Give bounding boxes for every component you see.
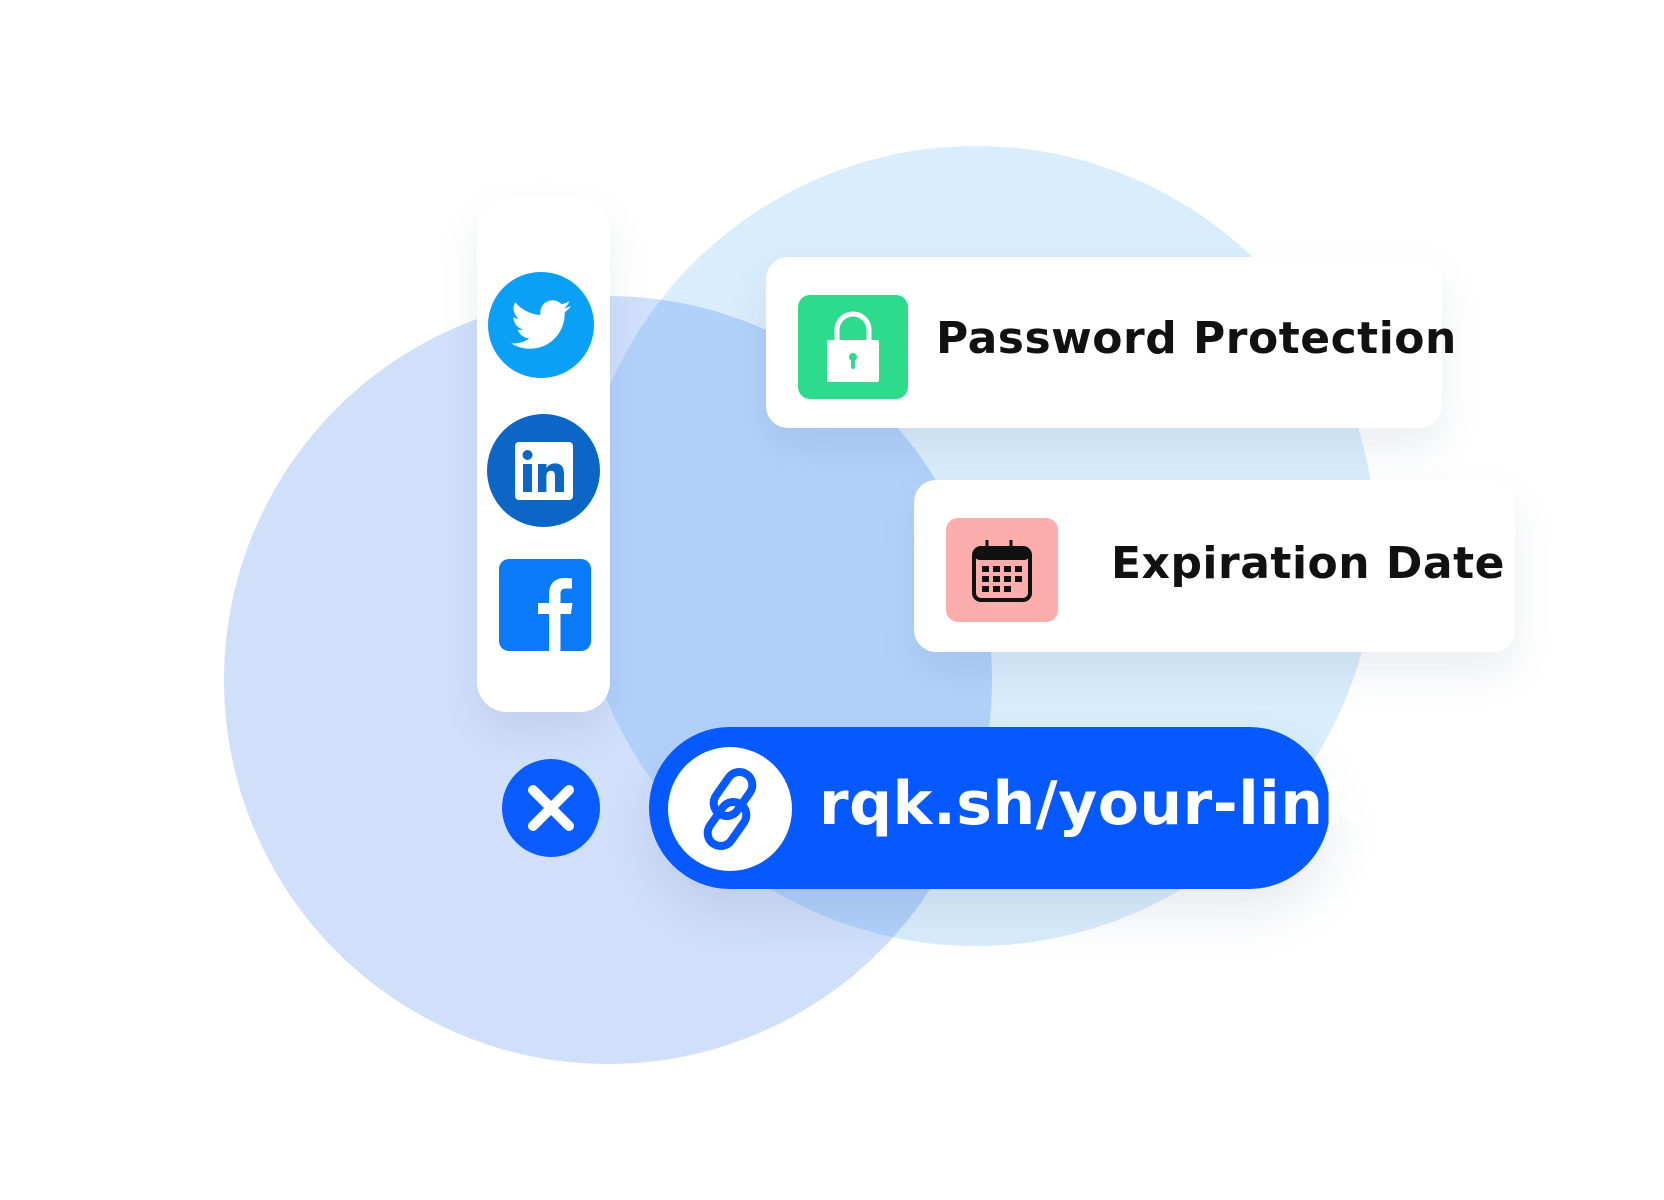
close-button[interactable] — [502, 759, 600, 857]
linkedin-share-button[interactable] — [487, 414, 600, 527]
social-share-card — [477, 197, 610, 712]
linkedin-icon — [514, 441, 573, 500]
close-icon — [528, 785, 574, 831]
facebook-share-button[interactable] — [499, 559, 591, 651]
link-icon-circle — [668, 747, 792, 871]
calendar-icon — [972, 540, 1032, 602]
password-protection-card[interactable]: Password Protection — [766, 257, 1456, 428]
expiration-date-card[interactable]: Expiration Date — [914, 480, 1515, 652]
calendar-icon-box — [946, 518, 1058, 622]
expiration-date-label: Expiration Date — [1111, 538, 1505, 589]
facebook-icon — [538, 578, 573, 651]
password-protection-label: Password Protection — [936, 313, 1457, 364]
short-link-text: rqk.sh/your-link — [819, 769, 1364, 839]
lock-icon-box — [798, 295, 908, 399]
lock-icon — [827, 311, 879, 382]
twitter-icon — [511, 300, 571, 349]
short-link-pill[interactable]: rqk.sh/your-link — [649, 727, 1363, 889]
link-icon — [703, 767, 757, 851]
twitter-share-button[interactable] — [488, 272, 594, 378]
